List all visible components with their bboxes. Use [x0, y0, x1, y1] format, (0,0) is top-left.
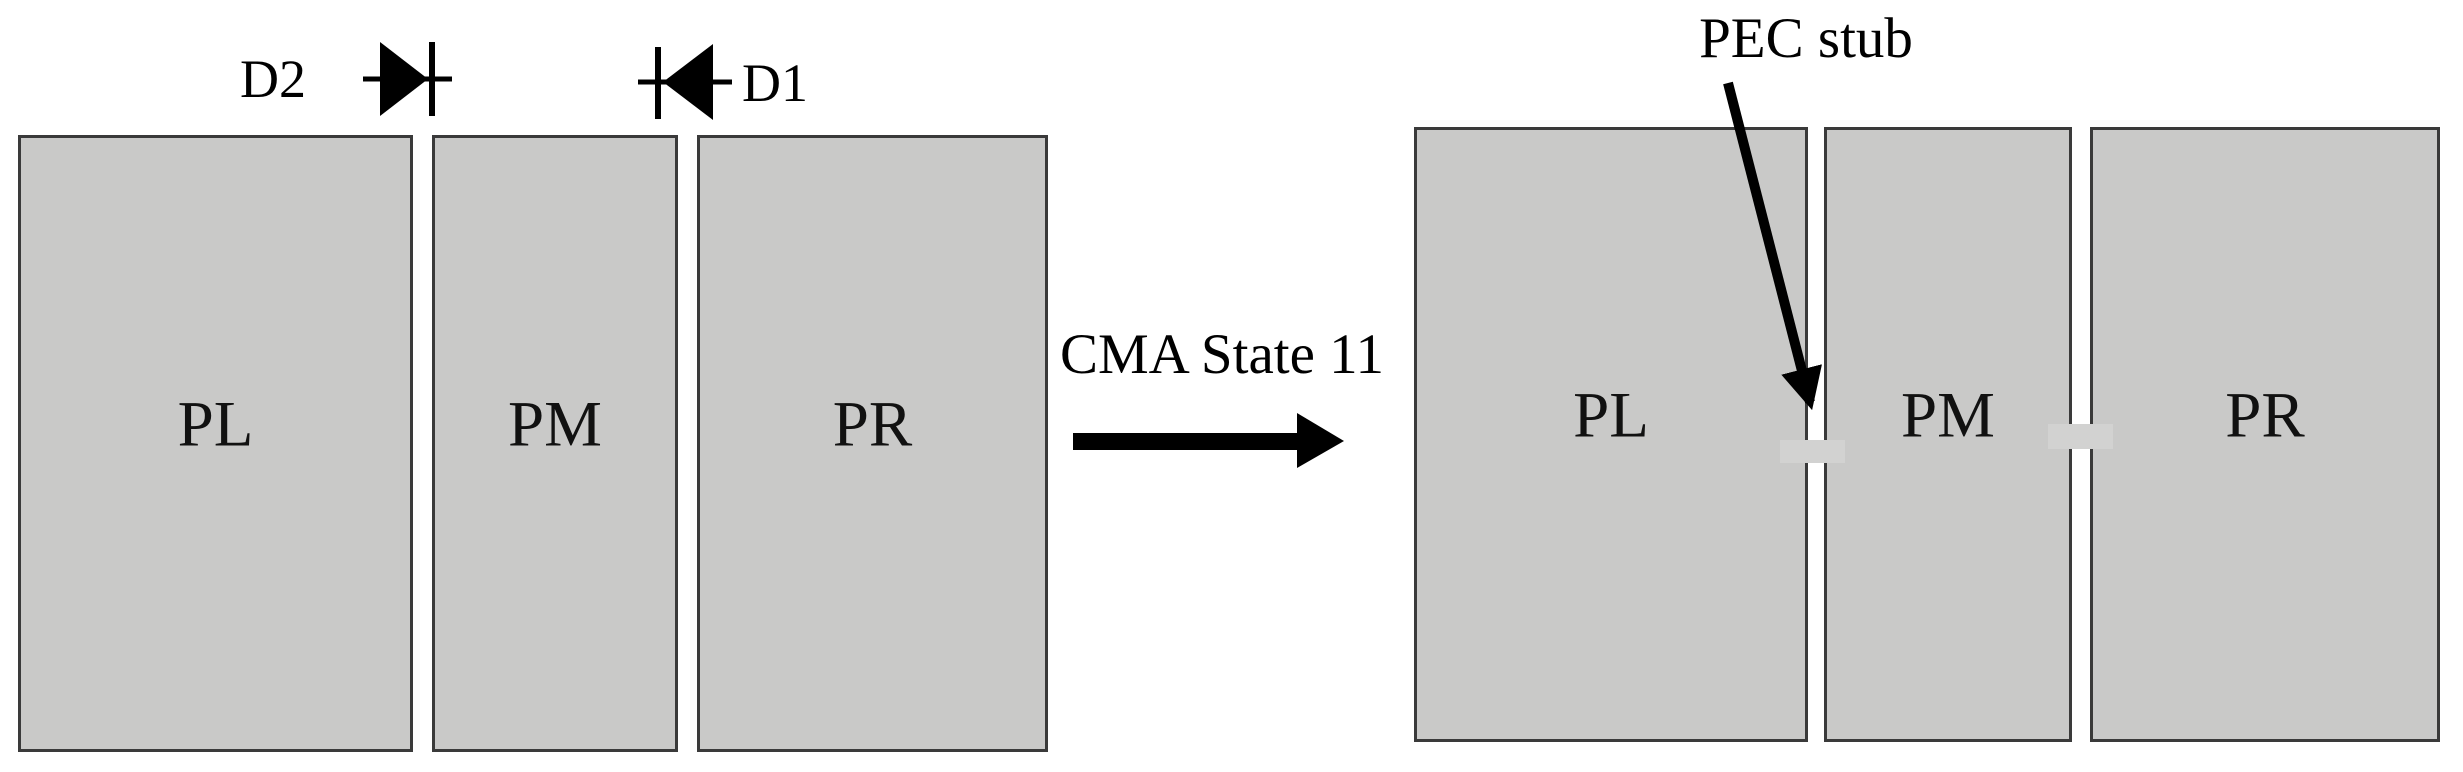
patch-pm-initial: PM	[432, 135, 678, 752]
diode-d1-icon	[638, 44, 732, 120]
right-arrow-icon	[1073, 413, 1344, 468]
patch-label: PR	[832, 388, 913, 461]
patch-pm-state11: PM	[1824, 127, 2072, 742]
patch-label: PL	[177, 388, 254, 461]
patch-label: PM	[1901, 379, 1995, 452]
transition-label: CMA State 11	[1059, 323, 1385, 386]
patch-pl-initial: PL	[18, 135, 413, 752]
patch-label: PL	[1573, 379, 1649, 452]
patch-label: PM	[508, 388, 602, 461]
annotation-arrow-icon	[1723, 81, 1822, 411]
pec-stub-2	[2048, 424, 2113, 449]
patch-label: PR	[2225, 379, 2305, 452]
diode-d2-label: D2	[240, 49, 306, 109]
diode-d1-label: D1	[742, 53, 808, 113]
pec-stub-annotation-label: PEC stub	[1699, 7, 1913, 70]
diode-d2-icon	[363, 42, 452, 116]
patch-pr-initial: PR	[697, 135, 1048, 752]
patch-pl-state11: PL	[1414, 127, 1808, 742]
pec-stub-1	[1780, 440, 1845, 463]
patch-pr-state11: PR	[2090, 127, 2440, 742]
